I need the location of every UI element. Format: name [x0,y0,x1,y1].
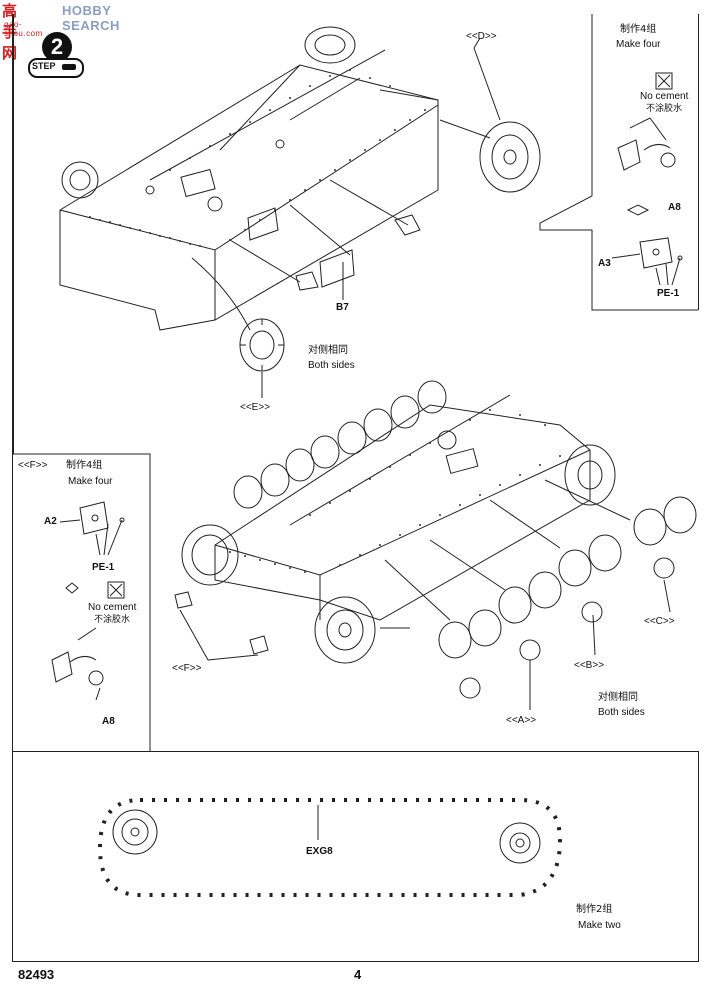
upper-hull-rivets [89,69,426,247]
frame-bottom-line [12,961,699,962]
page-number: 4 [354,967,362,982]
mid-b-ref: <<B>> [574,660,605,671]
part-exg8: EXG8 [306,846,333,857]
left-box-parts [51,501,125,701]
left-no-cement: No cement [88,602,137,613]
mid-both-sides-en: Both sides [598,707,645,718]
part-a2: A2 [44,516,57,527]
mid-a-ref: <<A>> [506,715,537,726]
watermark-site: HOBBY SEARCH [62,3,120,33]
track-assembly [97,798,563,897]
lower-hull [174,380,697,710]
label-e-ref: <<E>> [240,402,271,413]
step-number: 2 [50,34,64,59]
frame-left-mid [12,454,13,751]
left-cn: 制作4组 [66,460,103,471]
step-label: STEP [32,61,56,71]
part-a3: A3 [598,258,611,269]
track-en: Make two [578,920,621,931]
frame-bottom-right [698,751,699,961]
mid-c-ref: <<C>> [644,616,675,627]
top-both-sides-en: Both sides [308,360,355,371]
frame-right-top [698,14,699,310]
top-right-parts [611,72,683,286]
kit-number: 82493 [18,967,55,982]
frame-top [12,14,14,454]
step-badge: 2 STEP [28,32,84,84]
top-right-no-cement: No cement [640,91,689,102]
step-badge-circle [42,32,72,62]
top-right-en: Make four [616,39,661,50]
part-a8-left: A8 [102,716,115,727]
lower-hull-rivets [229,409,561,573]
left-f-ref: <<F>> [18,460,48,471]
tank-icon [62,64,76,70]
top-both-sides-cn: 对侧相同 [308,345,348,356]
frame-mid-line [12,751,699,752]
label-d-ref: <<D>> [466,31,497,42]
track-cn: 制作2组 [576,904,613,915]
part-pe1-left: PE-1 [92,562,115,573]
frame-bottom-left [12,751,13,961]
mid-both-sides-cn: 对侧相同 [598,692,638,703]
top-right-no-cement-cn: 不涂胶水 [646,104,683,114]
left-no-cement-cn: 不涂胶水 [94,615,131,625]
step-label-box [28,58,84,78]
left-box-outline [12,453,151,751]
left-en: Make four [68,476,113,487]
top-right-box-outline [539,14,698,311]
part-b7: B7 [336,302,349,313]
part-a8-top: A8 [668,202,681,213]
top-right-cn: 制作4组 [620,24,657,35]
upper-hull [59,26,541,398]
mid-f-ref: <<F>> [172,663,202,674]
part-pe1-top: PE-1 [657,288,680,299]
